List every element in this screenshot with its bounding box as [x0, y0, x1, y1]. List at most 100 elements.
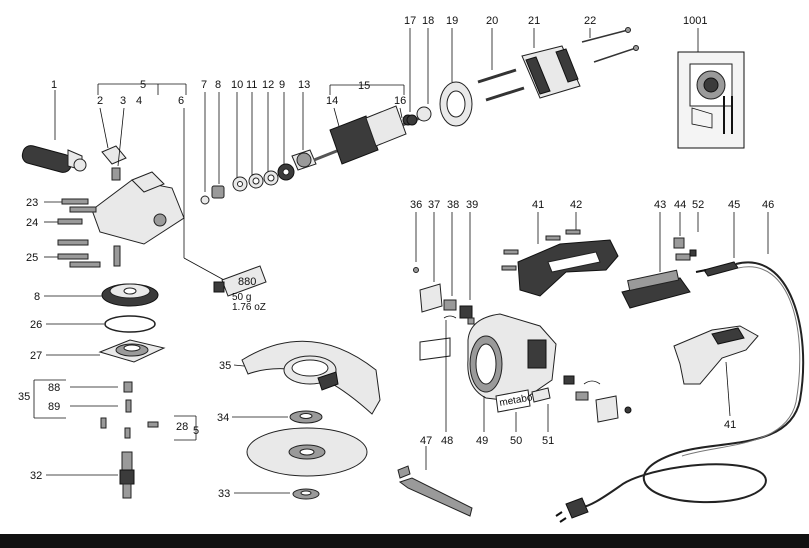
part-51-seal [531, 387, 551, 432]
grease-tube [213, 265, 267, 297]
switch-parts [563, 375, 632, 423]
label-46: 46 [762, 199, 774, 211]
part-22-wires [581, 27, 639, 63]
label-10: 10 [231, 79, 243, 91]
label-13: 13 [298, 79, 310, 91]
part-34-support-flange [232, 410, 323, 424]
label-16: 16 [394, 95, 406, 107]
label-51: 51 [542, 435, 554, 447]
label-39: 39 [466, 199, 478, 211]
label-8b: 8 [34, 291, 40, 303]
label-48: 48 [441, 435, 453, 447]
label-12: 12 [262, 79, 274, 91]
group-35-bracket [33, 379, 118, 419]
label-24: 24 [26, 217, 38, 229]
label-36: 36 [410, 199, 422, 211]
label-20: 20 [486, 15, 498, 27]
label-35b: 35 [18, 391, 30, 403]
parts-17-18-19 [406, 28, 473, 127]
label-15: 15 [358, 80, 370, 92]
parts-7-to-13 [200, 92, 317, 205]
part-27-flange [46, 339, 166, 363]
part-41-handle-half [517, 212, 619, 297]
label-41: 41 [532, 199, 544, 211]
label-37: 37 [428, 199, 440, 211]
label-45: 45 [728, 199, 740, 211]
label-14: 14 [326, 95, 338, 107]
part-14-armature [313, 105, 421, 165]
screws-24 [44, 218, 83, 225]
label-52: 52 [692, 199, 704, 211]
part-1001-inset [677, 28, 745, 149]
label-4: 4 [136, 95, 142, 107]
part-49-motor-housing [467, 313, 557, 432]
label-21: 21 [528, 15, 540, 27]
label-50: 50 [510, 435, 522, 447]
label-33: 33 [218, 488, 230, 500]
part-3-spring [111, 107, 125, 181]
part-8-clamping-nut [44, 283, 159, 307]
label-26: 26 [30, 319, 42, 331]
part-35-wheel-guard [233, 340, 381, 415]
parts-36-to-39 [413, 212, 475, 325]
part-2-spindle-lock [99, 107, 127, 165]
label-27: 27 [30, 350, 42, 362]
label-19: 19 [446, 15, 458, 27]
label-25: 25 [26, 252, 38, 264]
label-43: 43 [654, 199, 666, 211]
part-26-o-ring [46, 315, 156, 333]
group-28-bracket [174, 415, 197, 441]
grease-weight-oz: 1.76 oZ [232, 302, 266, 313]
screws-25 [44, 239, 101, 268]
part-45-cable-sleeve [695, 212, 739, 277]
label-6: 6 [178, 95, 184, 107]
label-32: 32 [30, 470, 42, 482]
label-17: 17 [404, 15, 416, 27]
parts-44-52 [673, 212, 699, 261]
screws-23 [44, 198, 97, 213]
part-43-switch [621, 212, 691, 309]
label-5b: 5 [193, 425, 199, 437]
grease-weight-g: 50 g [232, 292, 251, 303]
part-6-gear-housing [91, 108, 225, 281]
part-21-stator [521, 28, 581, 99]
label-28: 28 [176, 421, 188, 433]
part-47-pin-spanner [397, 446, 473, 517]
part-33-clamping-nut [234, 488, 320, 500]
label-11: 11 [246, 79, 257, 91]
label-2: 2 [97, 95, 103, 107]
label-89: 89 [48, 401, 60, 413]
label-38: 38 [447, 199, 459, 211]
part-20-screws [477, 28, 525, 102]
group-5-bracket [97, 83, 187, 95]
part-32-spindle [46, 451, 135, 499]
label-34: 34 [217, 412, 229, 424]
label-35: 35 [219, 360, 231, 372]
label-8: 8 [215, 79, 221, 91]
label-7: 7 [201, 79, 207, 91]
label-44: 44 [674, 199, 686, 211]
label-9: 9 [279, 79, 285, 91]
label-23: 23 [26, 197, 38, 209]
part-41b-handle-cover [673, 325, 759, 417]
gear-housing-spindle [113, 245, 121, 267]
part-1-side-handle [21, 90, 87, 173]
part-46-power-cable [555, 212, 805, 523]
label-5: 5 [140, 79, 146, 91]
label-1001: 1001 [683, 15, 707, 27]
label-49: 49 [476, 435, 488, 447]
part-42-screws [501, 212, 581, 271]
bottom-bar [0, 534, 809, 548]
grease-tube-label: 880 [238, 276, 256, 288]
label-1: 1 [51, 79, 57, 91]
part-48-label-plate [419, 320, 451, 432]
label-18: 18 [422, 15, 434, 27]
label-42: 42 [570, 199, 582, 211]
grinding-disc [246, 427, 368, 477]
label-22: 22 [584, 15, 596, 27]
label-3: 3 [120, 95, 126, 107]
parts-88-89-pins [100, 381, 159, 439]
part-50-logo-plate [495, 389, 531, 432]
label-88: 88 [48, 382, 60, 394]
